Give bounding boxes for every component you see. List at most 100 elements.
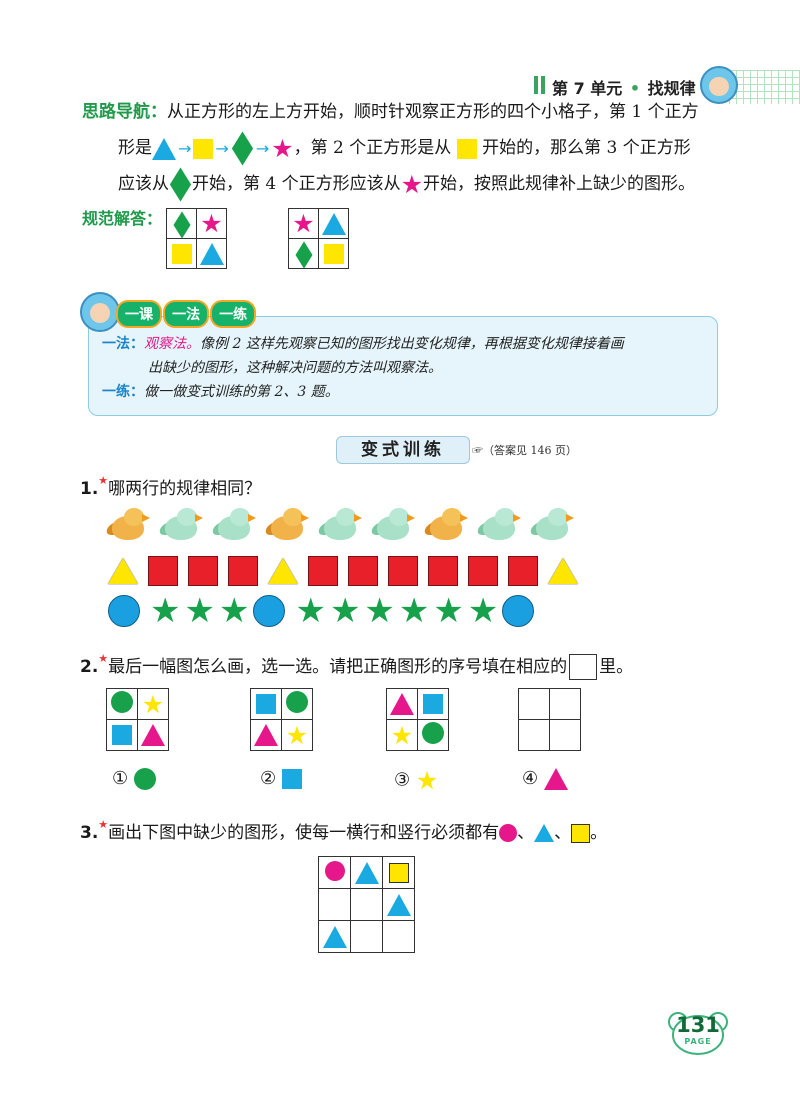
pink-triangle-icon bbox=[390, 693, 414, 715]
difficulty-star-icon: ★ bbox=[98, 474, 109, 487]
diamond-icon bbox=[173, 210, 190, 239]
yellow-square-icon bbox=[571, 823, 591, 843]
answer-box[interactable] bbox=[569, 654, 598, 680]
yellow-star-icon: ★ bbox=[415, 766, 439, 795]
green-bird-icon bbox=[369, 506, 419, 548]
yellow-triangle-icon bbox=[108, 558, 138, 584]
answer-grid-4: ★ bbox=[288, 208, 349, 269]
square-icon bbox=[456, 138, 477, 159]
option-3[interactable]: ③ ★ bbox=[394, 768, 438, 793]
q3-sep-1: 、 bbox=[517, 823, 535, 843]
tip-pills: 一课 一法 一练 bbox=[116, 300, 257, 328]
difficulty-star-icon: ★ bbox=[98, 652, 109, 665]
triangle-icon bbox=[152, 137, 176, 160]
question-2: 2.★最后一幅图怎么画，选一选。请把正确图形的序号填在相应的里。 bbox=[80, 652, 633, 680]
blue-square-icon bbox=[112, 725, 132, 746]
green-circle-icon bbox=[286, 691, 308, 713]
green-star-icon: ★ bbox=[467, 591, 499, 631]
q1-number: 1. bbox=[80, 479, 99, 499]
green-star-icon: ★ bbox=[295, 591, 326, 631]
red-square-icon bbox=[428, 556, 458, 586]
guide-text-2c: 开始的，那么第 3 个正方形 bbox=[482, 138, 691, 158]
red-square-icon bbox=[468, 556, 498, 586]
yellow-square-icon bbox=[388, 862, 409, 883]
method-label: 一法： bbox=[102, 336, 144, 352]
q2-text-b: 里。 bbox=[599, 657, 634, 677]
orange-bird-icon bbox=[104, 506, 154, 548]
square-icon bbox=[323, 243, 344, 264]
page-number: 131 bbox=[676, 1013, 720, 1037]
red-square-icon bbox=[148, 556, 178, 586]
triangle-icon bbox=[321, 212, 346, 235]
green-bird-icon bbox=[157, 506, 207, 548]
star-icon: ★ bbox=[292, 209, 315, 238]
header-bars bbox=[534, 76, 548, 98]
option-1[interactable]: ① bbox=[112, 768, 156, 790]
q3-grid[interactable] bbox=[318, 856, 415, 953]
red-square-icon bbox=[348, 556, 378, 586]
practice-banner: 变式训练 bbox=[336, 436, 470, 464]
pink-circle-icon bbox=[499, 824, 518, 842]
yellow-triangle-icon bbox=[268, 558, 298, 584]
method-text-1: 像例 2 这样先观察已知的图形找出变化规律，再根据变化规律接着画 bbox=[200, 336, 624, 352]
red-square-icon bbox=[228, 556, 258, 586]
blue-circle-icon bbox=[502, 595, 535, 627]
red-square-icon bbox=[188, 556, 218, 586]
guide-label: 思路导航： bbox=[82, 102, 167, 122]
option-1-label: ① bbox=[112, 768, 129, 789]
difficulty-star-icon: ★ bbox=[98, 818, 109, 831]
diamond-icon bbox=[295, 240, 312, 269]
green-bird-icon bbox=[316, 506, 366, 548]
green-star-icon: ★ bbox=[364, 591, 395, 631]
diamond-icon bbox=[231, 131, 253, 166]
tip-practice-line: 一练：做一做变式训练的第 2、3 题。 bbox=[102, 380, 708, 404]
option-3-label: ③ bbox=[394, 769, 411, 791]
answer-grid-3: ★ bbox=[166, 208, 227, 269]
pink-circle-icon bbox=[324, 860, 345, 881]
green-star-icon: ★ bbox=[184, 591, 215, 631]
guide-text-2a: 形是 bbox=[118, 138, 152, 158]
green-star-icon: ★ bbox=[398, 591, 430, 631]
orange-bird-icon bbox=[263, 506, 313, 548]
shape-row-triangles-squares bbox=[108, 556, 588, 586]
option-2[interactable]: ② bbox=[260, 768, 302, 789]
star-icon: ★ bbox=[400, 170, 424, 199]
green-star-icon: ★ bbox=[150, 591, 181, 631]
guide-line-1: 思路导航：从正方形的左上方开始，顺时针观察正方形的四个小格子，第 1 个正方 bbox=[82, 94, 722, 130]
q2-grid-2: ★ bbox=[250, 688, 313, 751]
yellow-star-icon: ★ bbox=[390, 720, 414, 750]
guide-line-3: 应该从开始，第 4 个正方形应该从★开始，按照此规律补上缺少的图形。 bbox=[118, 166, 738, 202]
blue-triangle-icon bbox=[534, 824, 555, 842]
blue-triangle-icon bbox=[354, 861, 379, 884]
blue-square-icon bbox=[423, 694, 443, 715]
question-3: 3.★画出下图中缺少的图形，使每一横行和竖行必须都有、、。 bbox=[80, 818, 607, 843]
guide-text-1: 从正方形的左上方开始，顺时针观察正方形的四个小格子，第 1 个正方 bbox=[167, 102, 699, 122]
answer-reference: ☞（答案见 146 页） bbox=[472, 444, 577, 457]
unit-number: 第 7 单元 bbox=[552, 79, 623, 98]
green-star-icon: ★ bbox=[218, 591, 250, 631]
q2-number: 2. bbox=[80, 657, 99, 677]
square-icon bbox=[193, 138, 214, 159]
q3-sep-2: 、 bbox=[554, 823, 572, 843]
guide-text-3c: 开始，按照此规律补上缺少的图形。 bbox=[423, 174, 696, 194]
option-2-label: ② bbox=[260, 768, 277, 789]
q3-end: 。 bbox=[590, 823, 608, 843]
mascot-icon bbox=[700, 66, 738, 104]
blue-square-icon bbox=[256, 694, 276, 715]
guide-text-2b: ，第 2 个正方形是从 bbox=[293, 138, 452, 158]
star-icon: ★ bbox=[200, 209, 223, 238]
pink-triangle-icon bbox=[141, 724, 165, 746]
option-4[interactable]: ④ bbox=[522, 768, 568, 790]
q2-grid-blank[interactable] bbox=[518, 688, 581, 751]
red-square-icon bbox=[508, 556, 538, 586]
method-tip-box bbox=[88, 316, 718, 416]
guide-line-2: 形是→→→★，第 2 个正方形是从 开始的，那么第 3 个正方形 bbox=[118, 130, 738, 167]
green-star-icon: ★ bbox=[433, 591, 464, 631]
q2-grid-3: ★ bbox=[386, 688, 449, 751]
green-bird-icon bbox=[475, 506, 525, 548]
red-square-icon bbox=[308, 556, 338, 586]
pink-triangle-icon bbox=[543, 768, 568, 790]
page-number-badge bbox=[668, 1012, 728, 1055]
triangle-icon bbox=[199, 242, 224, 265]
yellow-star-icon: ★ bbox=[141, 689, 165, 719]
